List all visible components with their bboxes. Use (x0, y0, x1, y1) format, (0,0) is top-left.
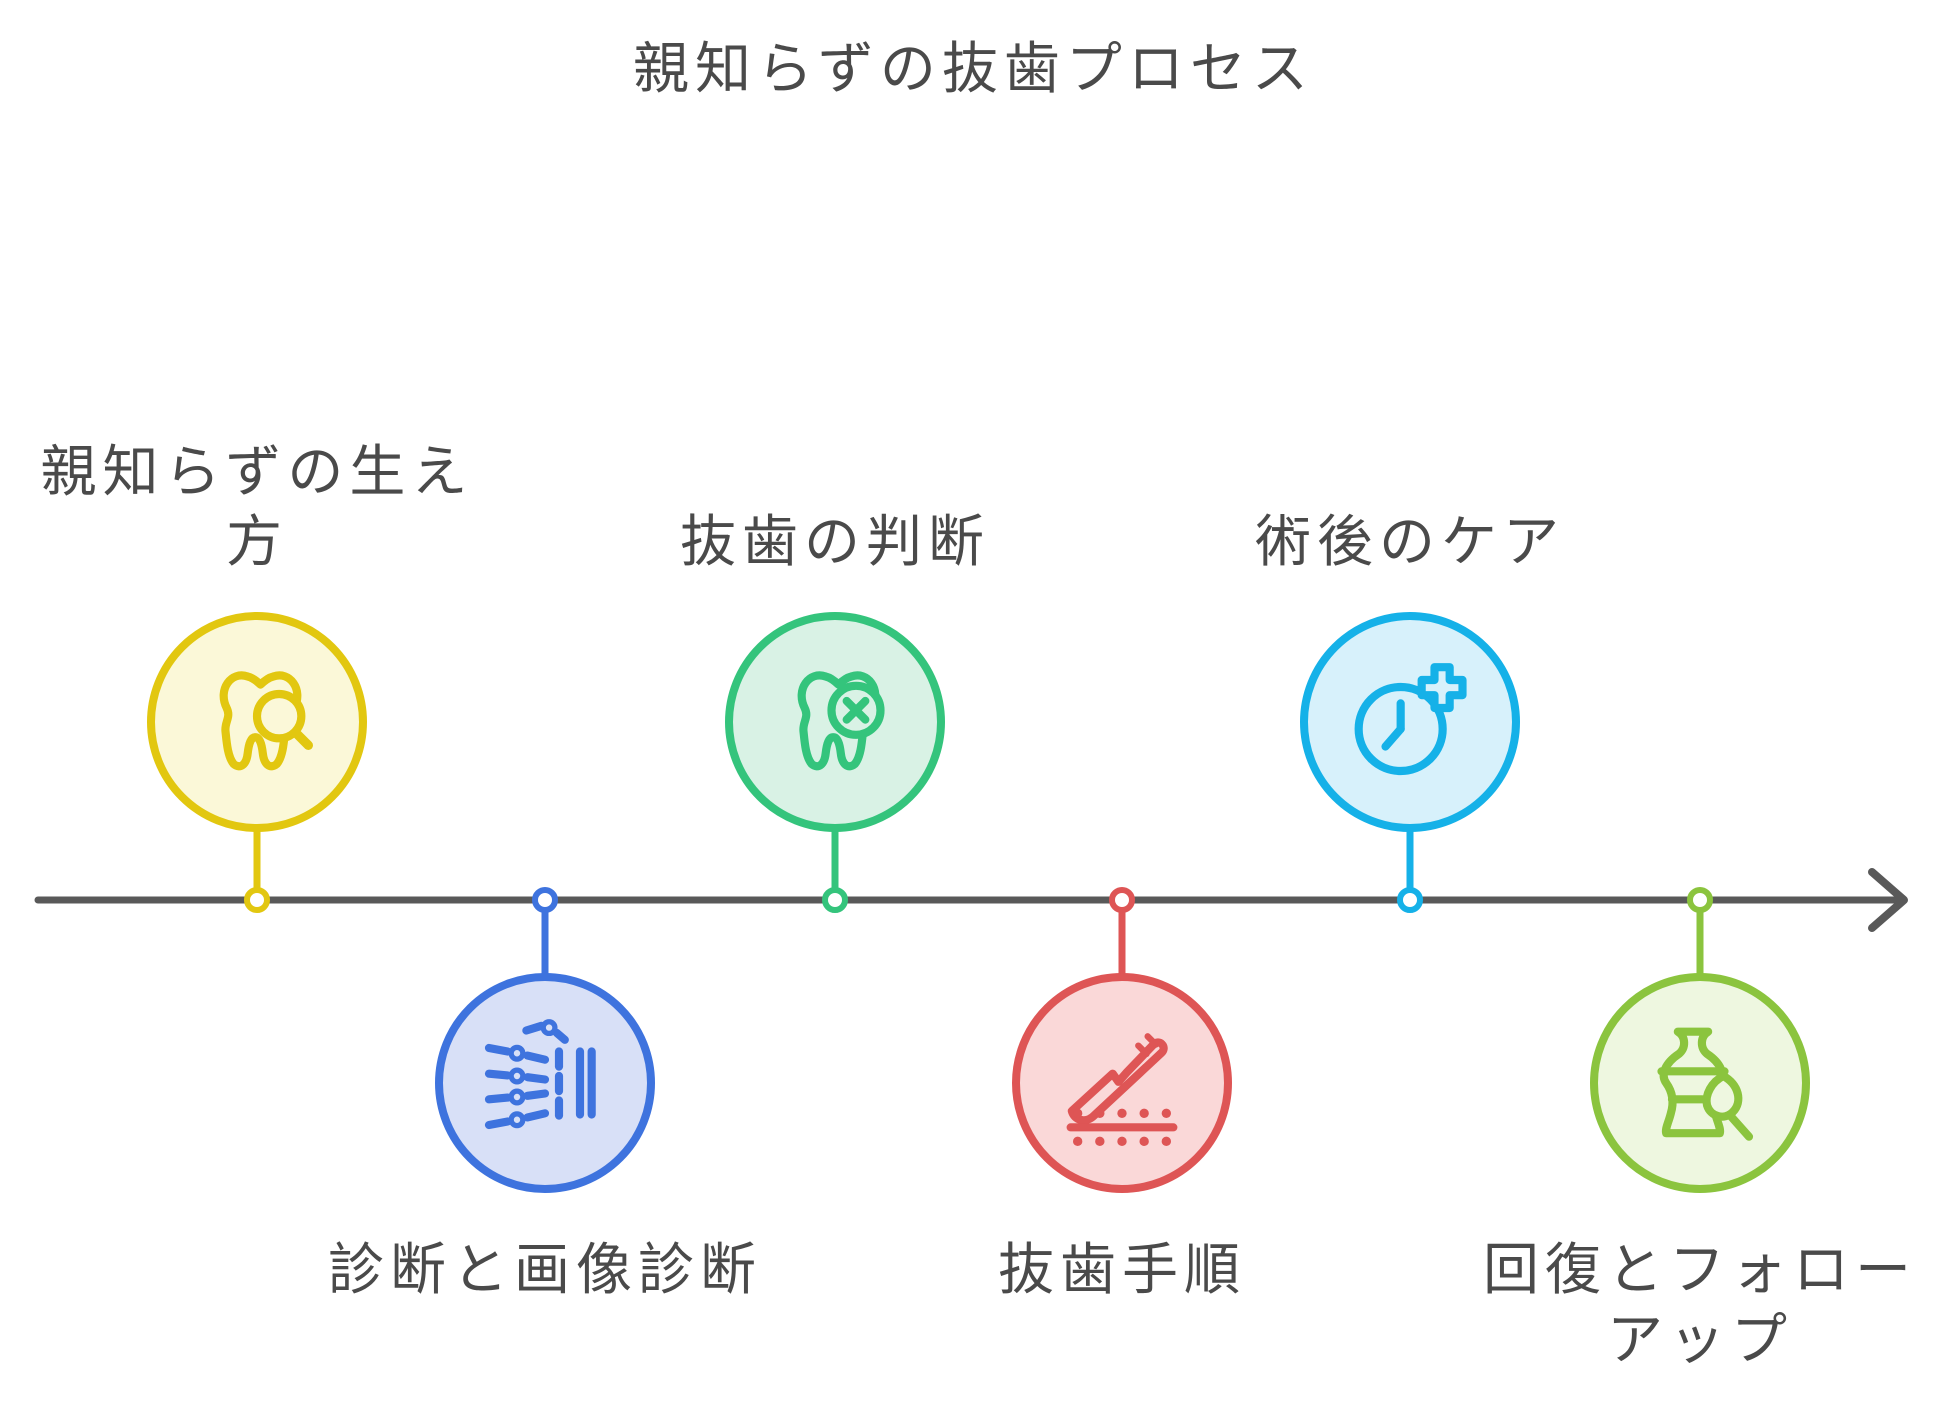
node-label: 診断と画像診断 (328, 1238, 762, 1301)
node-label: 抜歯の判断 (680, 510, 990, 573)
step-node-circle (725, 612, 945, 832)
step-node-circle (435, 973, 655, 1193)
timeline-connector-group (1687, 887, 1713, 981)
timeline-dot (1109, 887, 1135, 913)
timeline-connector-group (1397, 824, 1423, 913)
timeline-connector-group (244, 824, 270, 913)
timeline-dot (244, 887, 270, 913)
step-node-circle (1300, 612, 1520, 832)
node-label: 親知らずの生え方 (40, 440, 474, 573)
timeline-arrowhead (1868, 868, 1908, 932)
step-node-circle (147, 612, 367, 832)
xray-film-icon (484, 1019, 596, 1130)
timeline-dot (1397, 887, 1423, 913)
timeline-dot (532, 887, 558, 913)
step-node-circle (1590, 973, 1810, 1193)
timeline-dot (1687, 887, 1713, 913)
step-node-circle (1012, 973, 1232, 1193)
page-title: 親知らずの抜歯プロセス (633, 37, 1314, 100)
vase-restoration-icon (1657, 1027, 1754, 1141)
scalpel-incision-icon (1066, 1033, 1178, 1146)
node-label: 回復とフォローアップ (1483, 1238, 1917, 1371)
timeline-dot (822, 887, 848, 913)
timeline-connector-group (822, 824, 848, 913)
timeline-connector-group (532, 887, 558, 981)
node-label: 抜歯手順 (998, 1238, 1246, 1301)
clock-medical-plus-icon (1354, 663, 1467, 776)
node-label: 術後のケア (1255, 510, 1565, 573)
tooth-extraction-x-icon (797, 671, 885, 771)
tooth-magnifier-icon (219, 671, 314, 771)
timeline-connector-group (1109, 887, 1135, 981)
